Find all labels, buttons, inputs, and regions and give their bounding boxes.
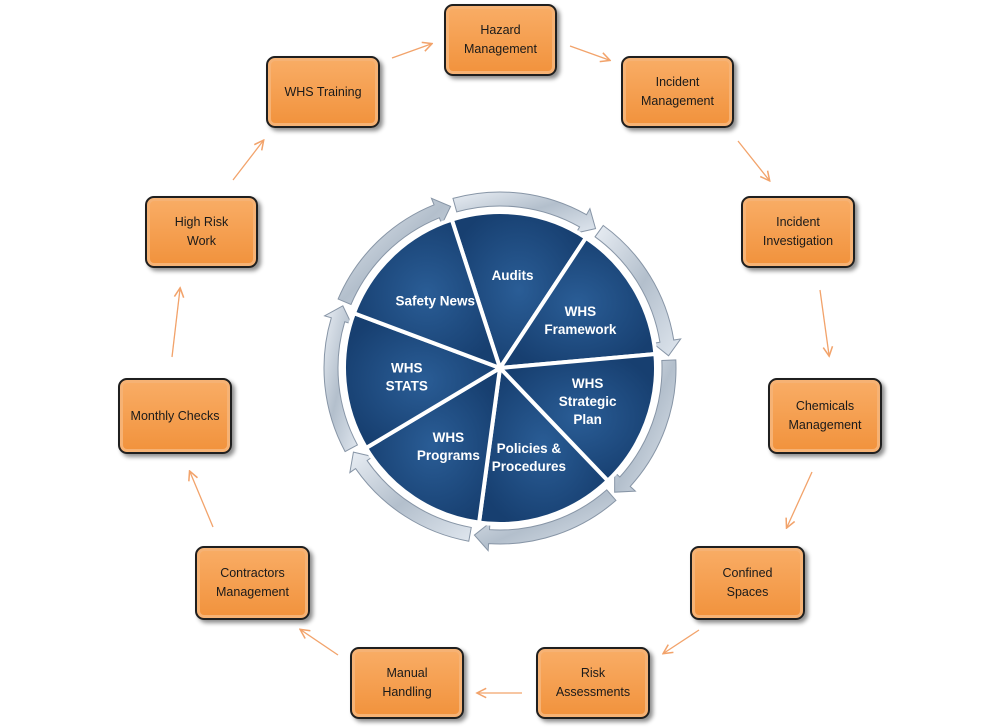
arrow-manual-to-contractors: [301, 630, 339, 656]
wheel-segment-whs-framework[interactable]: [498, 235, 658, 370]
wheel-segment-whs-stats[interactable]: [342, 311, 502, 451]
ring-arrow-segment: [614, 359, 677, 493]
wheel-segment-safety-news[interactable]: [351, 217, 502, 370]
ring-arrow-segment: [452, 191, 597, 234]
wheel-segment-policies-and-procedures[interactable]: [477, 366, 610, 526]
ring-arrow-segment: [323, 305, 359, 453]
ring-arrow-segment: [337, 197, 452, 306]
arrow-monthly-to-highrisk: [171, 289, 180, 358]
step-box-risk-assessments[interactable]: Risk Assessments: [536, 647, 650, 719]
wheel-segment-whs-strategic-plan[interactable]: [498, 352, 658, 483]
wheel-segment-whs-programs[interactable]: [364, 366, 502, 525]
arrow-highrisk-to-training: [232, 141, 263, 181]
step-box-manual-handling[interactable]: Manual Handling: [350, 647, 464, 719]
arrow-incident-mgmt-to-investigation: [737, 140, 769, 180]
step-box-confined-spaces[interactable]: Confined Spaces: [690, 546, 805, 620]
arrow-investigation-to-chemicals: [819, 289, 829, 355]
step-box-chemicals-management[interactable]: Chemicals Management: [768, 378, 882, 454]
arrow-training-to-hazard: [391, 44, 431, 59]
step-box-monthly-checks[interactable]: Monthly Checks: [118, 378, 232, 454]
arrow-chemicals-to-confined: [787, 471, 813, 527]
cycle-arrows: [171, 44, 829, 693]
wheel-segment-audits[interactable]: [449, 210, 588, 370]
ring-arrow-segment: [594, 224, 682, 357]
wheel-label-audits: Audits: [492, 268, 534, 283]
step-box-incident-management[interactable]: Incident Management: [621, 56, 734, 128]
arrow-contractors-to-monthly: [190, 472, 214, 528]
step-box-contractors-management[interactable]: Contractors Management: [195, 546, 310, 620]
ring-arrow-segment: [349, 451, 472, 542]
step-box-high-risk-work[interactable]: High Risk Work: [145, 196, 258, 268]
wheel-label-safety-news: Safety News: [396, 293, 476, 308]
step-box-hazard-management[interactable]: Hazard Management: [444, 4, 557, 76]
ring-arrow-segment: [473, 489, 617, 552]
step-box-incident-investigation[interactable]: Incident Investigation: [741, 196, 855, 268]
step-box-whs-training[interactable]: WHS Training: [266, 56, 380, 128]
arrow-confined-to-risk: [664, 629, 700, 653]
wheel-label-policies-and-procedures: Policies &Procedures: [492, 441, 566, 474]
arrow-hazard-to-incident-mgmt: [569, 45, 609, 60]
